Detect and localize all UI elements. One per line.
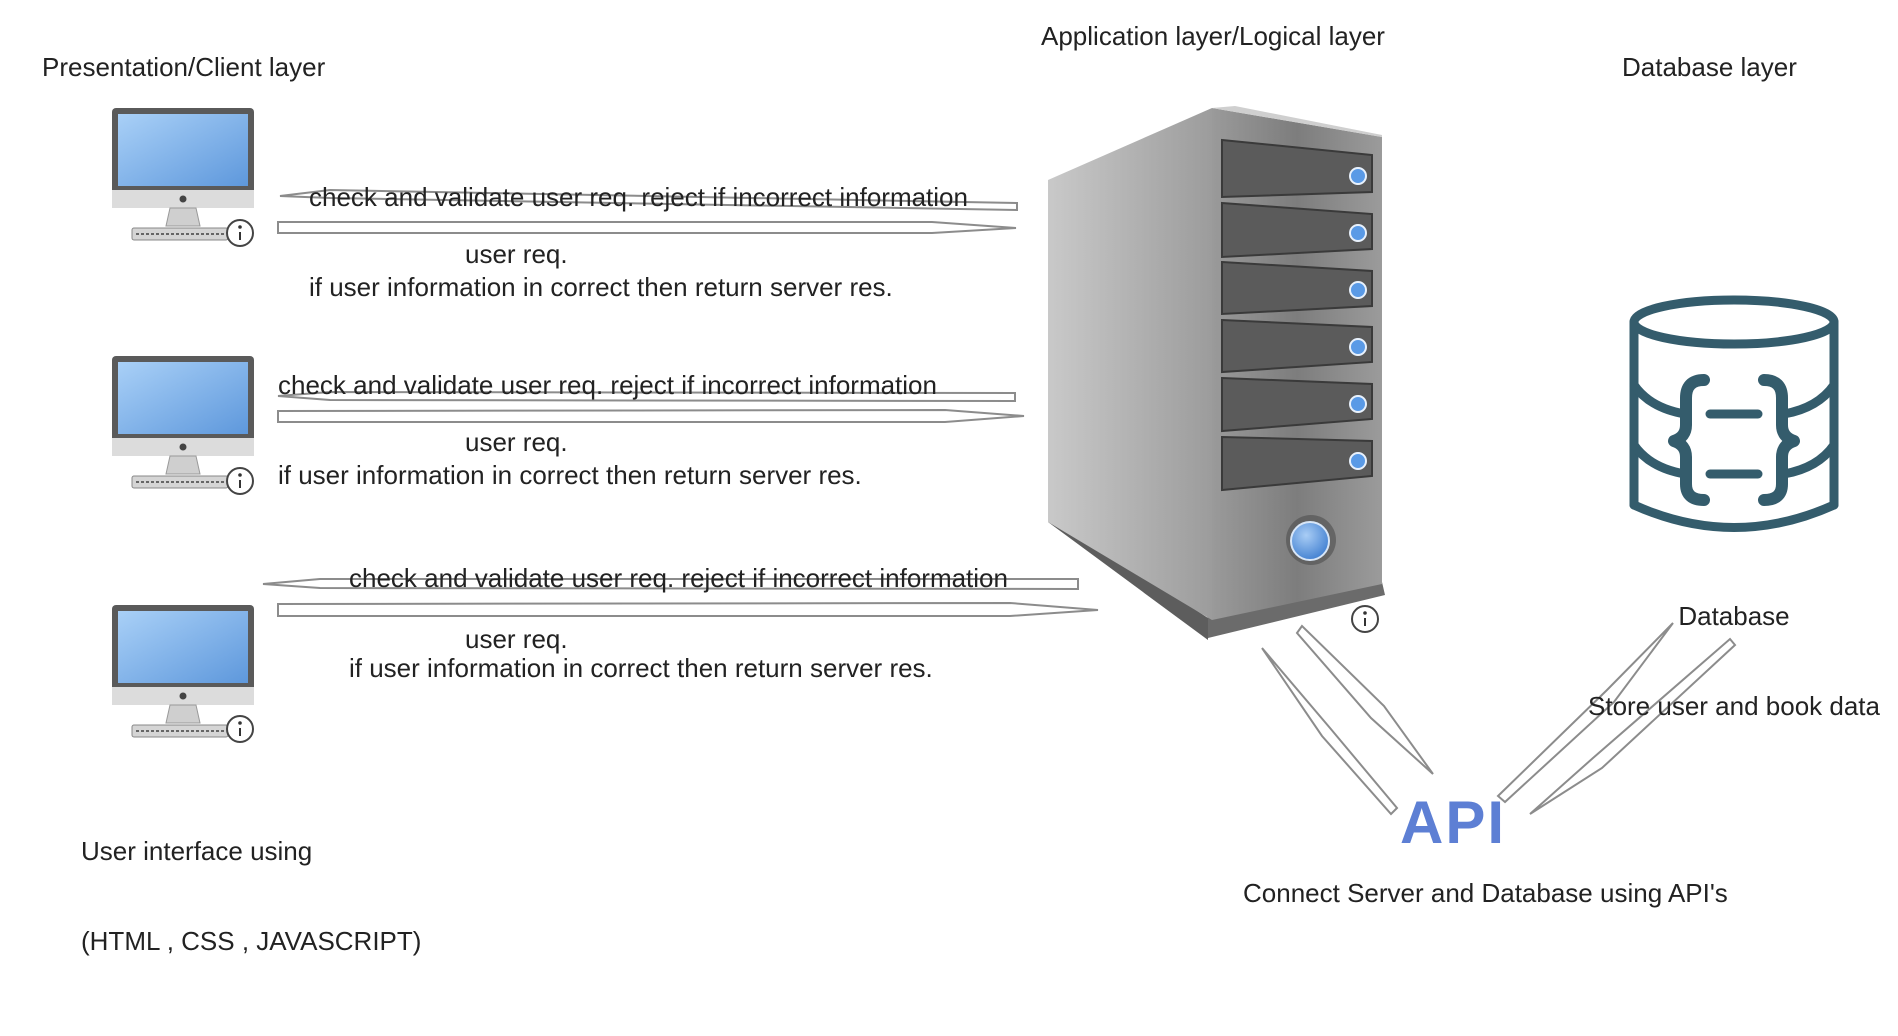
response-label-line1: check and validate user req. reject if i… xyxy=(349,563,1008,593)
response-label-line1: check and validate user req. reject if i… xyxy=(278,370,937,400)
info-icon[interactable] xyxy=(1351,605,1379,633)
info-icon[interactable] xyxy=(226,715,254,743)
info-icon[interactable] xyxy=(226,219,254,247)
api-caption: Connect Server and Database using API's xyxy=(1243,878,1728,908)
api-label: API xyxy=(1400,789,1506,856)
drive-bay xyxy=(1221,201,1373,259)
info-icon[interactable] xyxy=(226,467,254,495)
api-to-database-arrow xyxy=(1496,622,1674,804)
api-to-server-arrow xyxy=(1261,647,1399,816)
drive-bay xyxy=(1221,376,1373,433)
drive-bay xyxy=(1221,435,1373,492)
client-caption: User interface using (HTML , CSS , JAVAS… xyxy=(81,776,421,1016)
database-layer-heading: Database layer xyxy=(1622,52,1797,82)
client-monitor-2 xyxy=(111,355,255,495)
request-arrow-1 xyxy=(277,221,1017,234)
presentation-layer-heading: Presentation/Client layer xyxy=(42,52,326,82)
application-layer-heading: Application layer/Logical layer xyxy=(1041,21,1385,51)
drive-bay xyxy=(1221,260,1373,316)
response-label-3: check and validate user req. reject if i… xyxy=(349,503,1008,743)
response-arrow-3 xyxy=(262,578,1079,591)
server-to-api-arrow xyxy=(1295,624,1434,775)
power-button xyxy=(1290,521,1330,561)
client-caption-line1: User interface using xyxy=(81,836,313,866)
response-arrow-1 xyxy=(279,188,1018,212)
response-label-line2: if user information in correct then retu… xyxy=(278,460,862,490)
database-caption-line1: Database xyxy=(1678,601,1790,631)
request-arrow-3 xyxy=(277,601,1099,617)
server-icon xyxy=(1048,106,1385,640)
database-to-api-arrow xyxy=(1529,637,1737,815)
database-caption-line2: Store user and book data xyxy=(1588,691,1880,721)
request-label-1: user req. xyxy=(465,239,568,269)
response-label-line1: check and validate user req. reject if i… xyxy=(309,182,968,212)
request-label-2: user req. xyxy=(465,427,568,457)
client-monitor-1 xyxy=(111,107,255,247)
response-label-1: check and validate user req. reject if i… xyxy=(309,122,968,362)
drive-bay xyxy=(1221,138,1373,199)
client-monitor-3 xyxy=(111,604,255,743)
request-arrow-2 xyxy=(277,408,1025,423)
request-label-3: user req. xyxy=(465,624,568,654)
database-icon xyxy=(1629,295,1839,532)
database-caption: Database Store user and book data xyxy=(1574,541,1894,781)
client-caption-line2: (HTML , CSS , JAVASCRIPT) xyxy=(81,926,422,956)
response-arrow-2 xyxy=(277,390,1016,403)
response-label-line2: if user information in correct then retu… xyxy=(309,272,893,302)
drive-bay xyxy=(1221,318,1373,374)
response-label-2: check and validate user req. reject if i… xyxy=(278,310,937,550)
response-label-line2: if user information in correct then retu… xyxy=(349,653,933,683)
